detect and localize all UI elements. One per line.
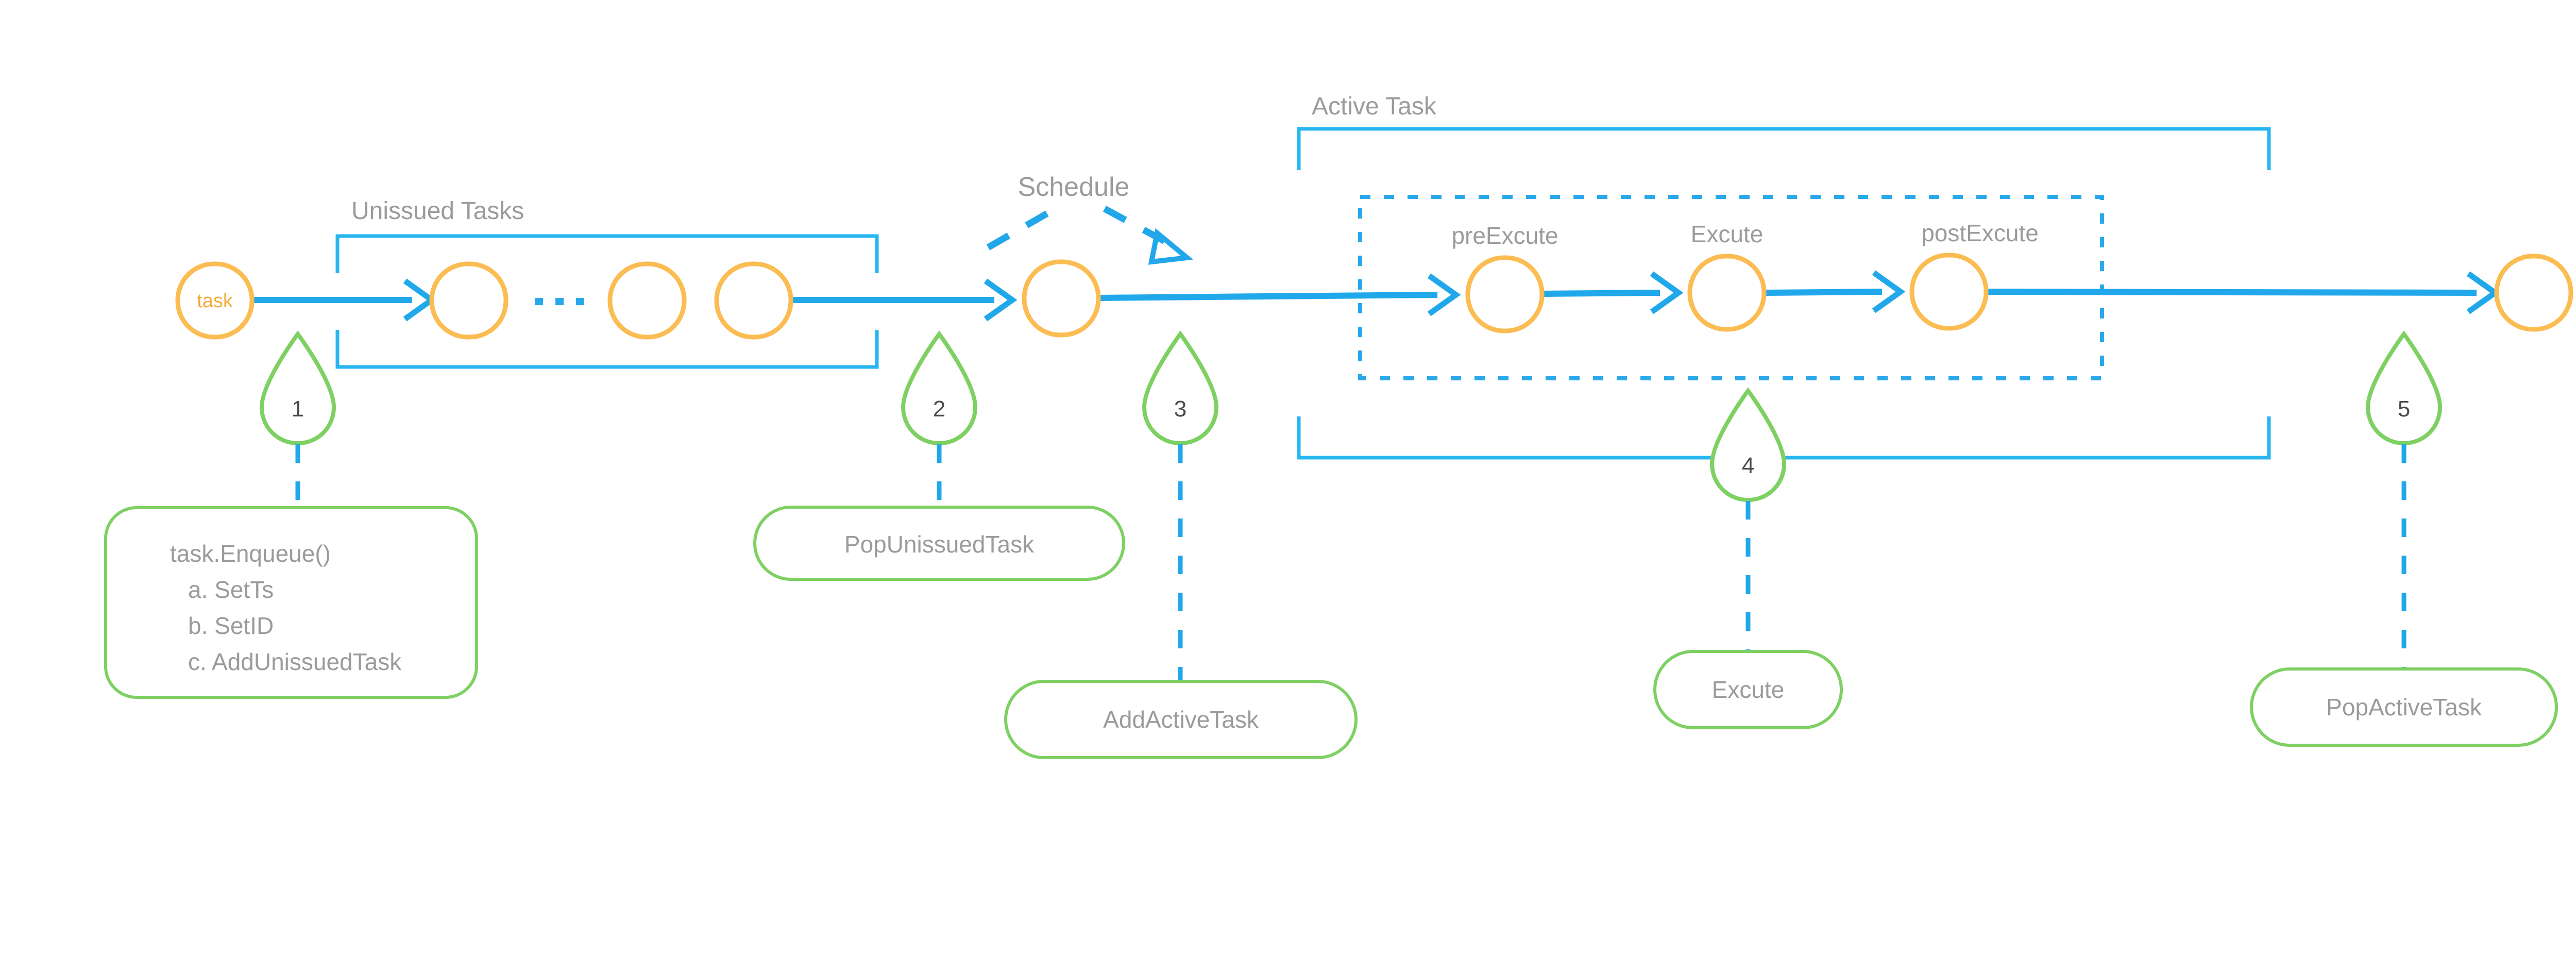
- group-bracket-unissued-tasks: [335, 234, 879, 369]
- node-queued-3[interactable]: [714, 261, 793, 340]
- callout-enqueue-line-3: c. AddUnissuedTask: [188, 648, 402, 675]
- group-label-unissued-tasks: Unissued Tasks: [351, 197, 524, 225]
- flow-excute-to-post: [1764, 289, 1883, 296]
- marker-5[interactable]: 5: [2365, 330, 2443, 446]
- node-task-label: task: [197, 290, 233, 312]
- marker-4[interactable]: 4: [1709, 387, 1787, 503]
- marker-1-number: 1: [292, 396, 304, 422]
- callout-pop-unissued-task-label: PopUnissuedTask: [844, 531, 1035, 558]
- arrowhead-4: [1650, 271, 1684, 314]
- schedule-dash-left: [986, 209, 1052, 250]
- flow-scheduled-to-pre: [1098, 292, 1438, 301]
- marker-3[interactable]: 3: [1142, 330, 1219, 446]
- node-pre-excute[interactable]: [1465, 255, 1545, 333]
- callout-pop-active-task[interactable]: PopActiveTask: [2250, 667, 2558, 747]
- node-scheduled[interactable]: [1022, 259, 1101, 338]
- flow-post-to-done: [1986, 289, 2477, 296]
- node-done[interactable]: [2494, 254, 2573, 332]
- callout-pop-unissued-task[interactable]: PopUnissuedTask: [753, 506, 1125, 581]
- marker-4-number: 4: [1742, 453, 1754, 478]
- callout-pop-active-task-label: PopActiveTask: [2326, 694, 2482, 721]
- schedule-label: Schedule: [1018, 172, 1130, 202]
- callout-add-active-task[interactable]: AddActiveTask: [1004, 680, 1358, 759]
- flow-connectors: [251, 270, 2500, 322]
- node-post-excute[interactable]: [1909, 253, 1989, 331]
- node-queued-1[interactable]: [429, 261, 509, 340]
- arrowhead-2: [984, 278, 1018, 322]
- group-label-active-task: Active Task: [1312, 93, 1437, 120]
- schedule-arrowhead: [1148, 228, 1194, 265]
- marker-3-number: 3: [1174, 396, 1187, 422]
- callout-excute-label: Excute: [1712, 676, 1785, 703]
- stage-label-pre-excute: preExcute: [1451, 222, 1558, 249]
- callout-excute[interactable]: Excute: [1653, 650, 1843, 729]
- schedule-annotation: Schedule: [986, 172, 1194, 265]
- stage-label-excute: Excute: [1691, 221, 1764, 247]
- callout-enqueue-line-0: task.Enqueue(): [170, 540, 331, 567]
- arrowhead-5: [1872, 270, 1906, 313]
- marker-1[interactable]: 1: [259, 330, 336, 446]
- marker-2[interactable]: 2: [901, 330, 978, 446]
- stage-label-post-excute: postExcute: [1921, 220, 2039, 246]
- node-excute[interactable]: [1687, 254, 1767, 332]
- flow-pre-to-excute: [1541, 290, 1660, 297]
- node-queued-2[interactable]: [607, 261, 687, 340]
- marker-5-number: 5: [2398, 396, 2410, 422]
- callout-enqueue[interactable]: task.Enqueue() a. SetTs b. SetID c. AddU…: [104, 506, 478, 699]
- schedule-dash-right: [1103, 206, 1171, 246]
- execute-stage-dotted-box: [1358, 195, 2104, 380]
- callout-enqueue-line-1: a. SetTs: [188, 576, 274, 603]
- marker-2-number: 2: [933, 396, 945, 422]
- callout-enqueue-line-2: b. SetID: [188, 612, 274, 639]
- callout-add-active-task-label: AddActiveTask: [1103, 706, 1259, 733]
- node-task[interactable]: task: [175, 261, 255, 340]
- arrowhead-3: [1427, 273, 1461, 316]
- queue-ellipsis: [535, 298, 584, 305]
